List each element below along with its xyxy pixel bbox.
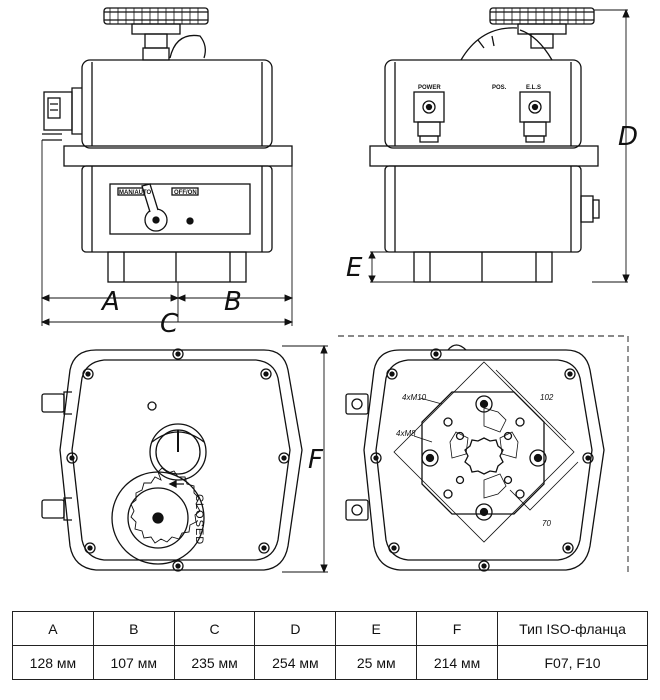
front-view (42, 7, 293, 283)
side-body-lower (384, 165, 582, 253)
dim-label-b: B (224, 287, 242, 317)
front-body-upper (81, 59, 273, 149)
table-value-cell: 25 мм (335, 645, 418, 680)
bottom-view (338, 335, 629, 576)
mode-switch-plate (109, 183, 251, 235)
bottom-outline-outer (363, 349, 605, 571)
table-header-cell: D (254, 611, 337, 646)
table-header-cell: Тип ISO-фланца (497, 611, 648, 646)
front-flange-band (63, 145, 293, 167)
side-view (368, 7, 630, 284)
table-header-cell: C (173, 611, 256, 646)
side-flange-band (369, 145, 599, 167)
position-indicator-dial (149, 423, 207, 481)
table-value-cell: 235 мм (173, 645, 256, 680)
table-value-cell: 107 мм (92, 645, 175, 680)
table-header-cell: B (92, 611, 175, 646)
label-closed: CLOSED (193, 494, 205, 545)
power-gland (413, 91, 445, 143)
dim-label-e: E (346, 253, 363, 283)
dim-label-c: C (160, 309, 179, 339)
table-value-cell: 254 мм (254, 645, 337, 680)
label-els: E.L.S (526, 85, 541, 91)
iso-flange (421, 391, 547, 521)
label-pos: POS. (492, 85, 507, 91)
table-header-cell: A (12, 611, 94, 646)
table-value-cell: F07, F10 (497, 645, 648, 680)
label-4xm10: 4xM10 (402, 393, 427, 402)
table-header-row: A B C D E F Тип ISO-фланца (12, 611, 648, 646)
dimension-lines-front (40, 140, 294, 326)
dim-label-a: A (100, 287, 120, 317)
label-pcd-70: 70 (542, 519, 551, 528)
label-pcd-102: 102 (540, 393, 554, 402)
label-off-on: OFF/ON (174, 190, 197, 196)
dim-label-f: F (308, 445, 324, 475)
side-handwheel (460, 7, 595, 61)
dim-label-d: D (618, 122, 638, 152)
dimensions-table: A B C D E F Тип ISO-фланца 128 мм 107 мм… (12, 611, 648, 680)
front-base (107, 251, 247, 283)
table-header-cell: F (416, 611, 498, 646)
els-gland (519, 91, 551, 143)
top-view (41, 344, 328, 574)
table-value-cell: 128 мм (12, 645, 94, 680)
dimension-lines-side (368, 8, 630, 284)
label-4xm8: 4xM8 (396, 429, 416, 438)
technical-drawing: A B C D E F MAN/AUTO OFF/ON POWER POS. E… (40, 7, 638, 576)
table-value-cell: 214 мм (416, 645, 498, 680)
cable-connector (42, 87, 82, 141)
top-outline-outer (59, 349, 303, 571)
top-corner-bolts (66, 348, 290, 572)
table-value-row: 128 мм 107 мм 235 мм 254 мм 25 мм 214 мм… (12, 645, 648, 680)
handwheel-knob (103, 7, 209, 61)
side-base (413, 251, 553, 283)
label-power: POWER (418, 85, 441, 91)
dimension-lines-top (282, 344, 328, 574)
side-body-upper (384, 59, 582, 149)
table-header-cell: E (335, 611, 418, 646)
label-man-auto: MAN/AUTO (119, 190, 152, 196)
bottom-corner-bolts (370, 348, 594, 572)
top-handwheel (111, 467, 205, 565)
